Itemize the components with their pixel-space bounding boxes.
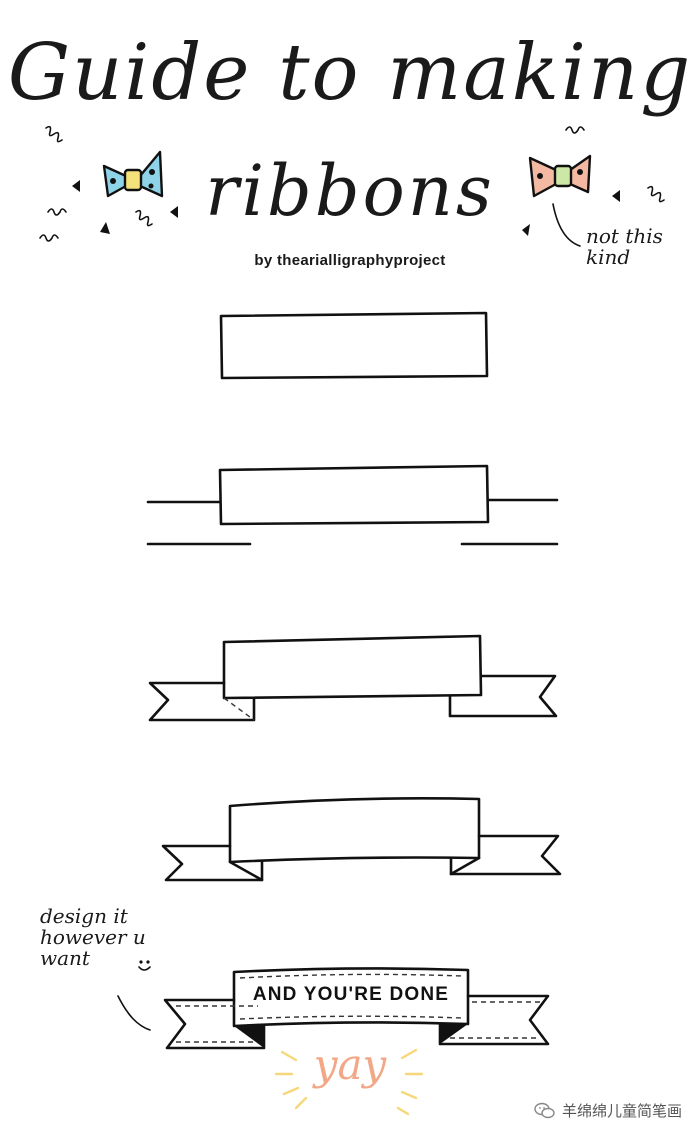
page-title: Guide to making bbox=[7, 28, 693, 118]
page-title-subject: ribbons bbox=[205, 150, 495, 232]
ribbon-final-label: AND YOU'RE DONE bbox=[252, 984, 450, 1005]
bow-tie-icon bbox=[528, 154, 592, 198]
ribbon-step-2 bbox=[146, 464, 559, 546]
sparkle-decorations bbox=[274, 1048, 424, 1116]
bow-tie-icon bbox=[102, 150, 164, 198]
side-note-not-this-kind: not this kind bbox=[586, 224, 663, 269]
note-arrow bbox=[117, 995, 151, 1031]
watermark: 羊绵绵儿童简笔画 bbox=[534, 1100, 682, 1121]
wechat-icon bbox=[534, 1102, 555, 1118]
ribbon-step-5-finished bbox=[163, 967, 550, 1050]
ribbon-step-3 bbox=[148, 634, 558, 722]
confetti-decorations bbox=[39, 125, 665, 247]
celebration-text: yay bbox=[313, 1040, 387, 1089]
author-byline: by thearialligraphyproject bbox=[254, 252, 446, 269]
side-note-design-it: design it however u want bbox=[40, 904, 146, 970]
watermark-text: 羊绵绵儿童简笔画 bbox=[561, 1102, 682, 1120]
ribbon-step-4 bbox=[161, 797, 562, 882]
ribbon-step-1 bbox=[219, 311, 489, 380]
smiley-icon bbox=[138, 960, 151, 971]
